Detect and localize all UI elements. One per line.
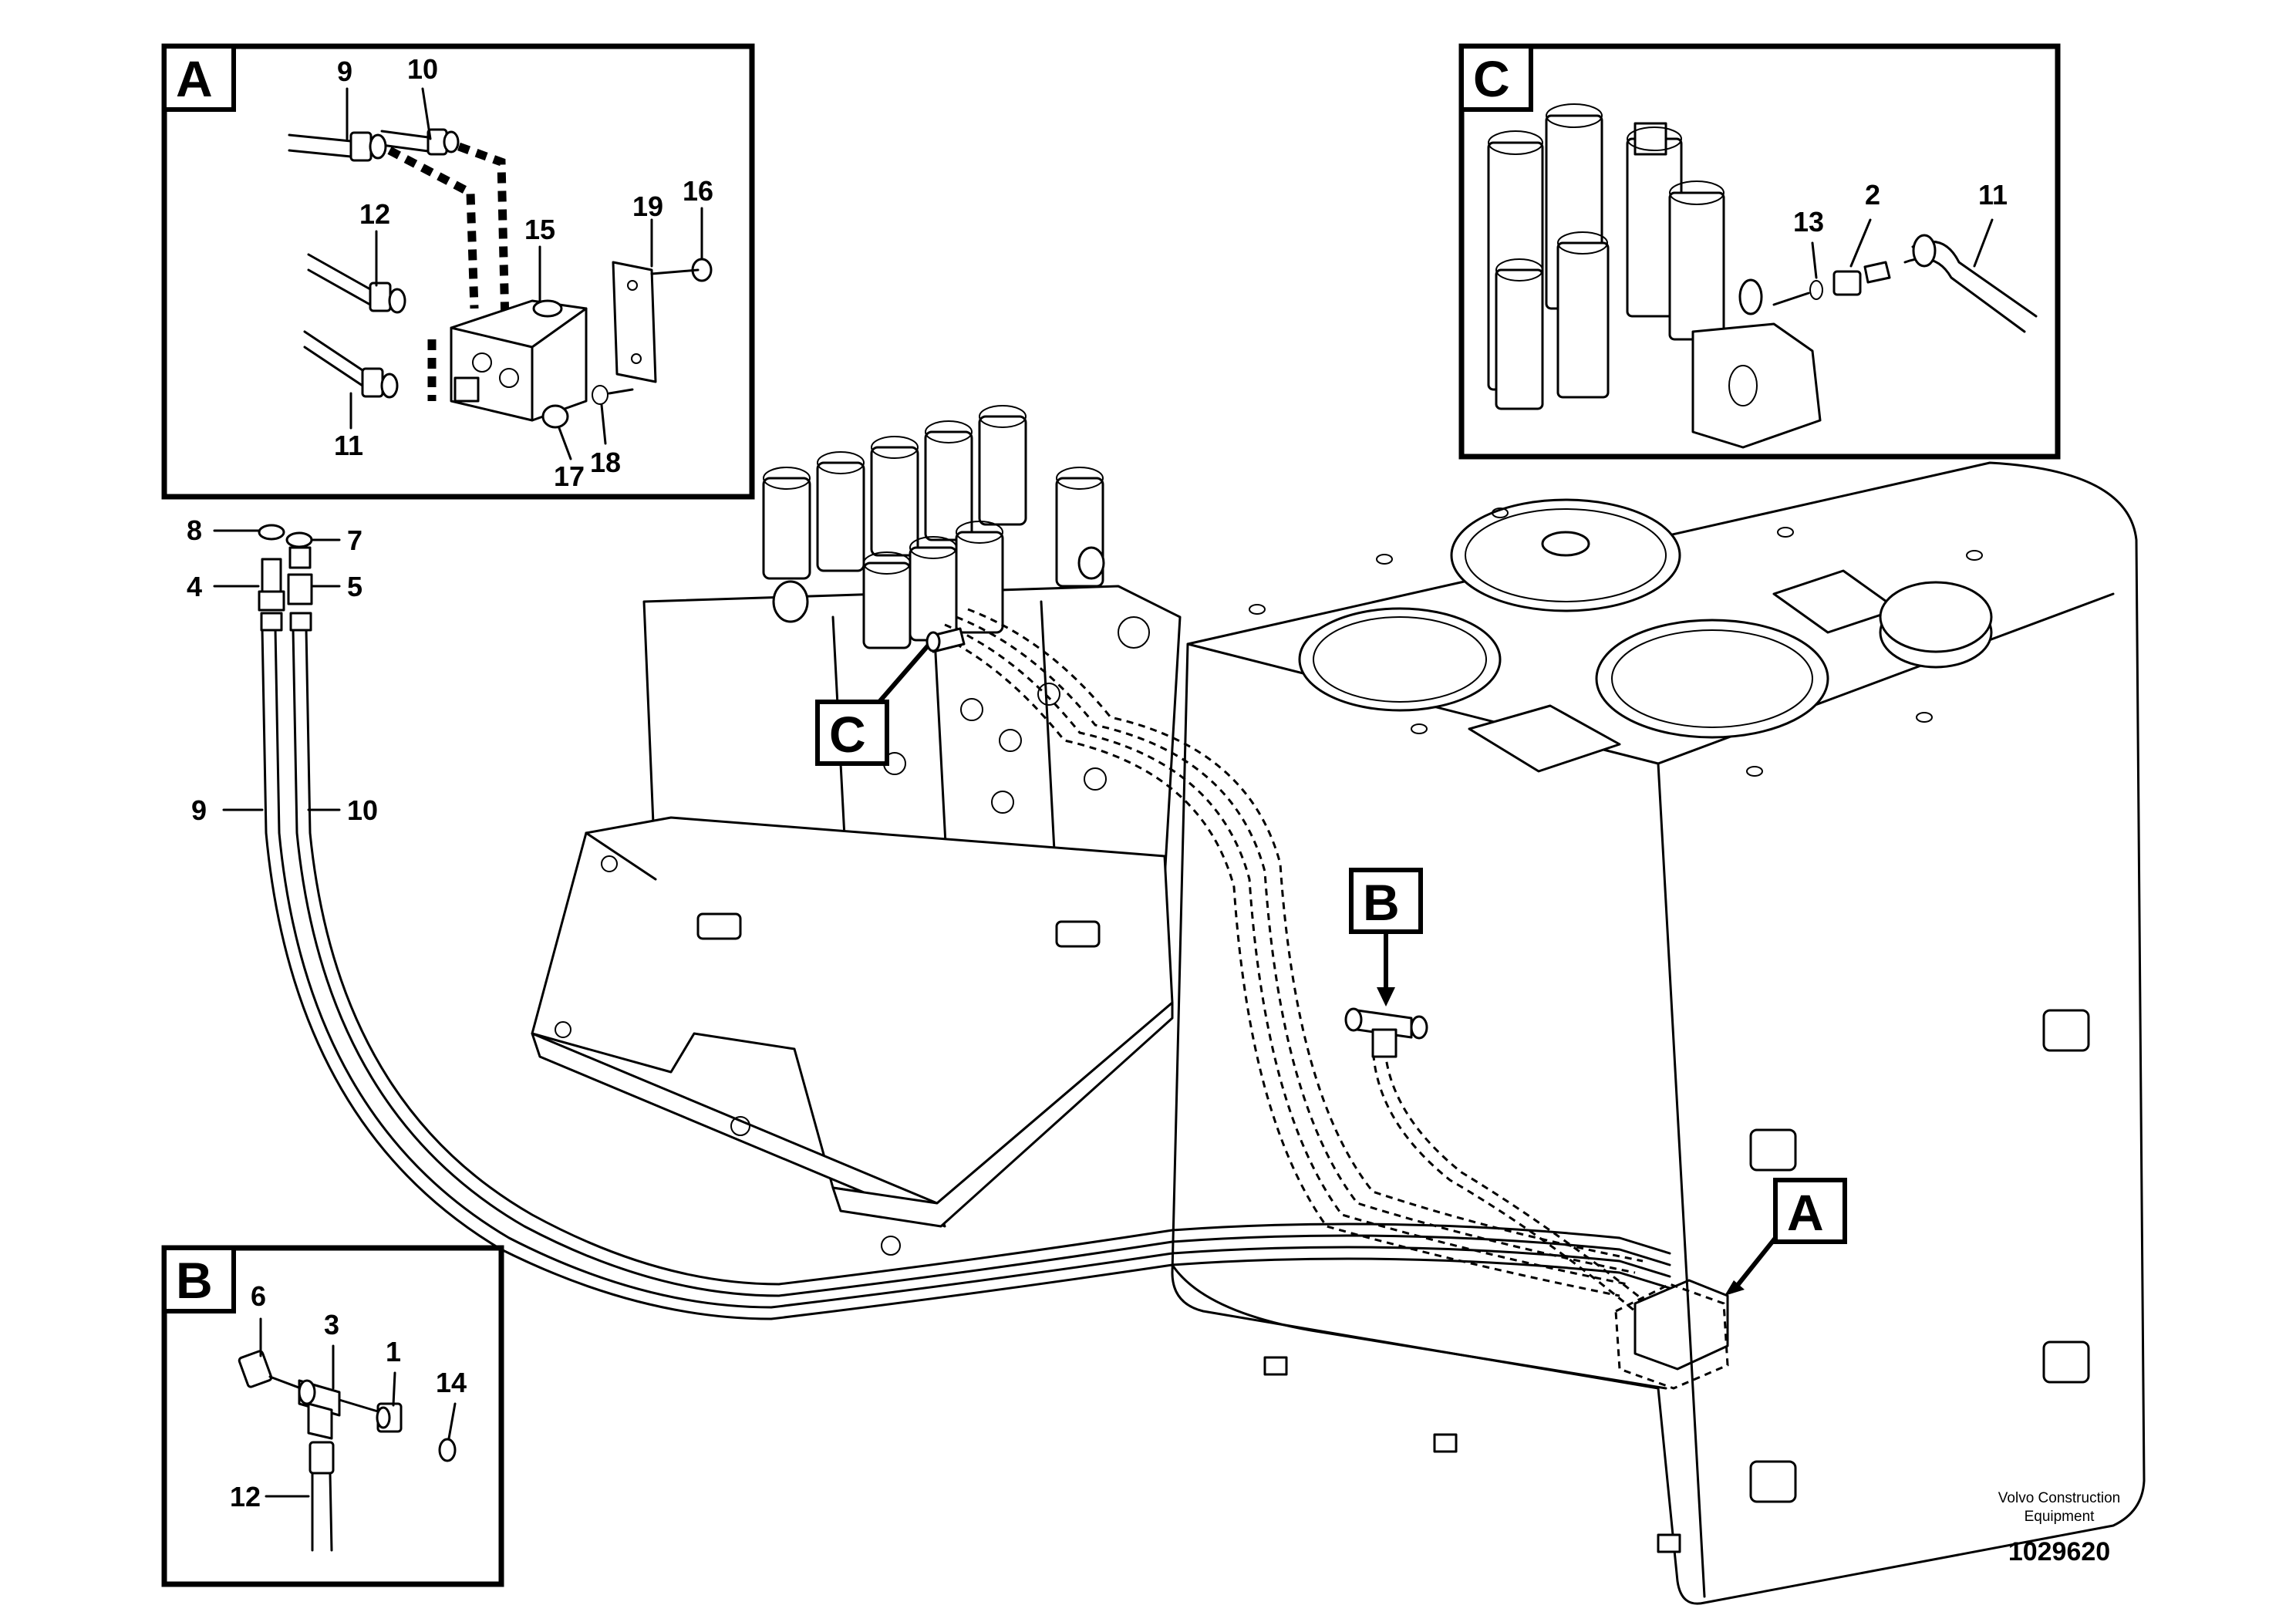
valve-frame [531, 816, 1174, 1256]
label-hose-10: 10 [347, 794, 378, 826]
main-labels: 8 4 7 5 9 10 [187, 514, 378, 826]
brand-line-2: Equipment [2025, 1509, 2095, 1525]
tee-fitting-b [1344, 1007, 1428, 1058]
part-number: 1029620 [2008, 1537, 2110, 1566]
detail-b-label-1: 1 [386, 1336, 401, 1367]
hose-9-10 [261, 627, 1671, 1320]
detail-a-label-12: 12 [359, 198, 390, 230]
detail-a-label-18: 18 [590, 447, 621, 478]
detail-a-letter: A [176, 50, 213, 107]
label-5: 5 [347, 571, 362, 602]
callout-b: B [1349, 868, 1423, 1007]
svg-text:C: C [829, 706, 866, 763]
block-a-assembly [1614, 1279, 1729, 1390]
footer-brand: Volvo Construction Equipment 1029620 [1998, 1490, 2120, 1566]
detail-view-c: C 13 2 11 [1458, 43, 2061, 460]
detail-b-label-3: 3 [324, 1309, 339, 1340]
svg-text:B: B [1363, 874, 1400, 931]
detail-view-b: B 6 3 1 14 12 [161, 1245, 504, 1587]
label-8: 8 [187, 514, 202, 546]
detail-a-label-19: 19 [632, 191, 663, 222]
svg-text:A: A [1787, 1184, 1824, 1241]
main-view: 8 4 7 5 9 10 C B A [187, 405, 2146, 1605]
detail-a-label-11: 11 [334, 430, 363, 461]
detail-b-label-14: 14 [436, 1367, 467, 1398]
label-hose-9: 9 [191, 794, 207, 826]
detail-view-a: A [161, 43, 755, 500]
dashed-hoses [932, 608, 1644, 1313]
callout-c: C [815, 627, 966, 766]
detail-a-label-9: 9 [337, 56, 352, 87]
detail-b-letter: B [176, 1252, 213, 1309]
detail-c-label-13: 13 [1793, 206, 1824, 238]
callout-a: A [1725, 1178, 1847, 1296]
hydraulic-tank [1171, 461, 2146, 1605]
detail-c-label-11: 11 [1978, 179, 2008, 211]
detail-c-label-2: 2 [1865, 179, 1880, 211]
hose-end-fittings [258, 524, 313, 632]
brand-line-1: Volvo Construction [1998, 1490, 2120, 1506]
detail-a-label-15: 15 [524, 214, 555, 245]
detail-a-label-17: 17 [554, 460, 585, 492]
detail-a-label-16: 16 [683, 175, 713, 207]
detail-a-label-10: 10 [407, 53, 438, 85]
label-7: 7 [347, 524, 362, 556]
detail-b-label-6: 6 [251, 1280, 266, 1312]
detail-c-letter: C [1473, 50, 1510, 107]
detail-b-label-12: 12 [230, 1481, 261, 1512]
label-4: 4 [187, 571, 202, 602]
